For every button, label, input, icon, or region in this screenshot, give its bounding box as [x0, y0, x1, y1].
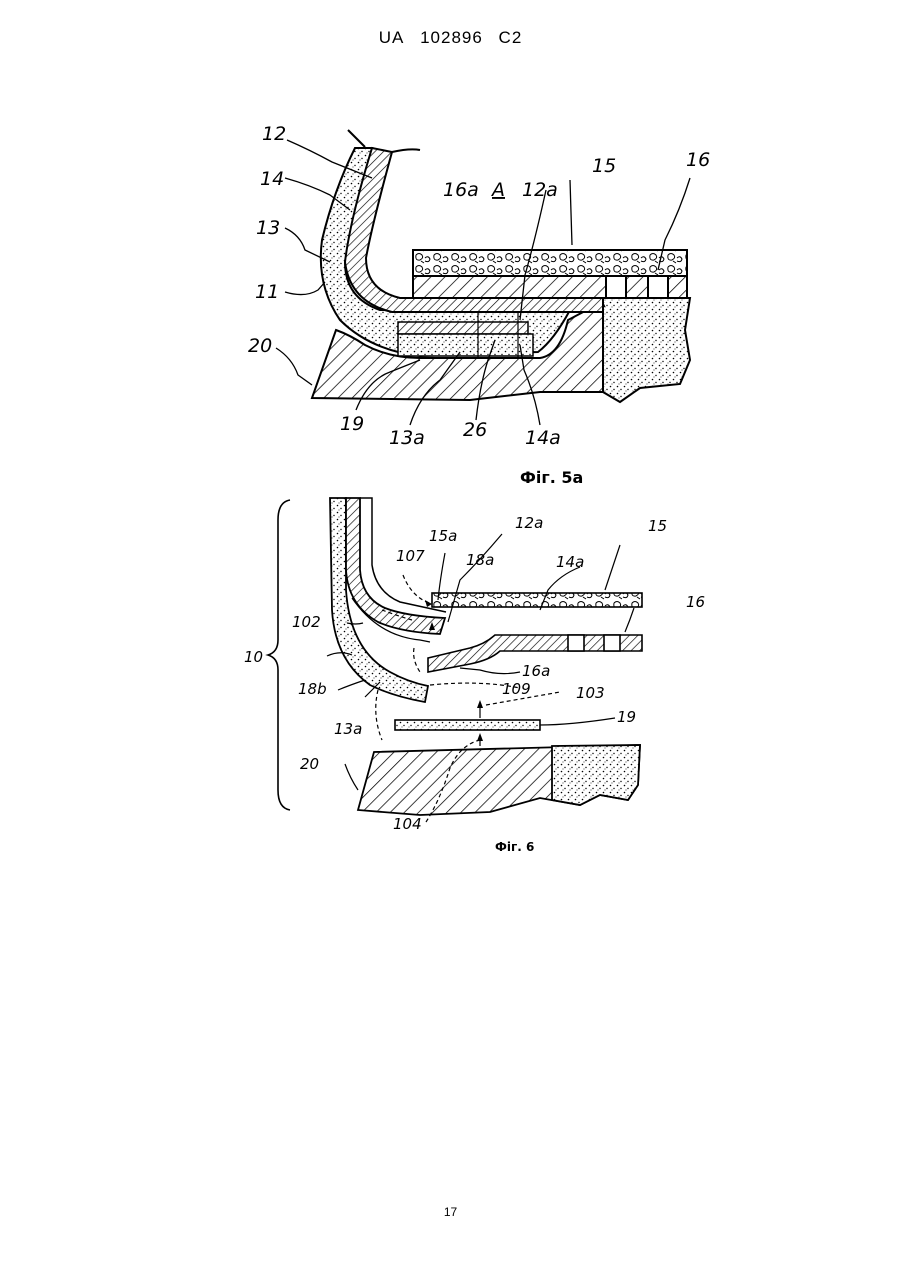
label-18a: 18a — [466, 551, 494, 569]
label-14a: 14a — [556, 553, 584, 571]
label-13a: 13a — [389, 427, 425, 449]
label-13: 13 — [256, 217, 280, 239]
label-102: 102 — [292, 613, 321, 631]
label-20: 20 — [248, 335, 272, 357]
label-19: 19 — [340, 413, 364, 435]
label-12a: 12a — [522, 179, 558, 201]
label-26: 26 — [463, 419, 487, 441]
label-13a: 13a — [334, 720, 362, 738]
label-16a: 16a — [443, 179, 479, 201]
label-103: 103 — [576, 684, 605, 702]
label-16: 16 — [686, 593, 705, 611]
label-15a: 15a — [429, 527, 457, 545]
label-16a: 16a — [522, 662, 550, 680]
label-10: 10 — [244, 648, 263, 666]
label-12: 12 — [262, 123, 286, 145]
label-14a: 14a — [525, 427, 561, 449]
label-12a: 12a — [515, 514, 543, 532]
page-number: 17 — [0, 1205, 901, 1219]
label-107: 107 — [396, 547, 425, 565]
figure-6-caption: Фіг. 6 — [495, 840, 534, 854]
figure-5a-drawing: 12 14 13 11 20 16a A 12a 15 16 19 13a 26… — [248, 123, 710, 449]
label-18b: 18b — [298, 680, 327, 698]
figure-6-drawing: 10 107 15a 18a 12a 14a 15 16 102 16a 18b… — [244, 498, 705, 833]
label-19: 19 — [617, 708, 636, 726]
label-109: 109 — [502, 680, 531, 698]
label-11: 11 — [255, 281, 279, 303]
figure-5a-caption: Фіг. 5а — [520, 468, 583, 487]
label-20: 20 — [300, 755, 319, 773]
label-15: 15 — [648, 517, 667, 535]
label-104: 104 — [393, 815, 422, 833]
label-14: 14 — [260, 168, 284, 190]
label-16: 16 — [686, 149, 710, 171]
label-a: A — [490, 179, 505, 201]
label-15: 15 — [592, 155, 616, 177]
